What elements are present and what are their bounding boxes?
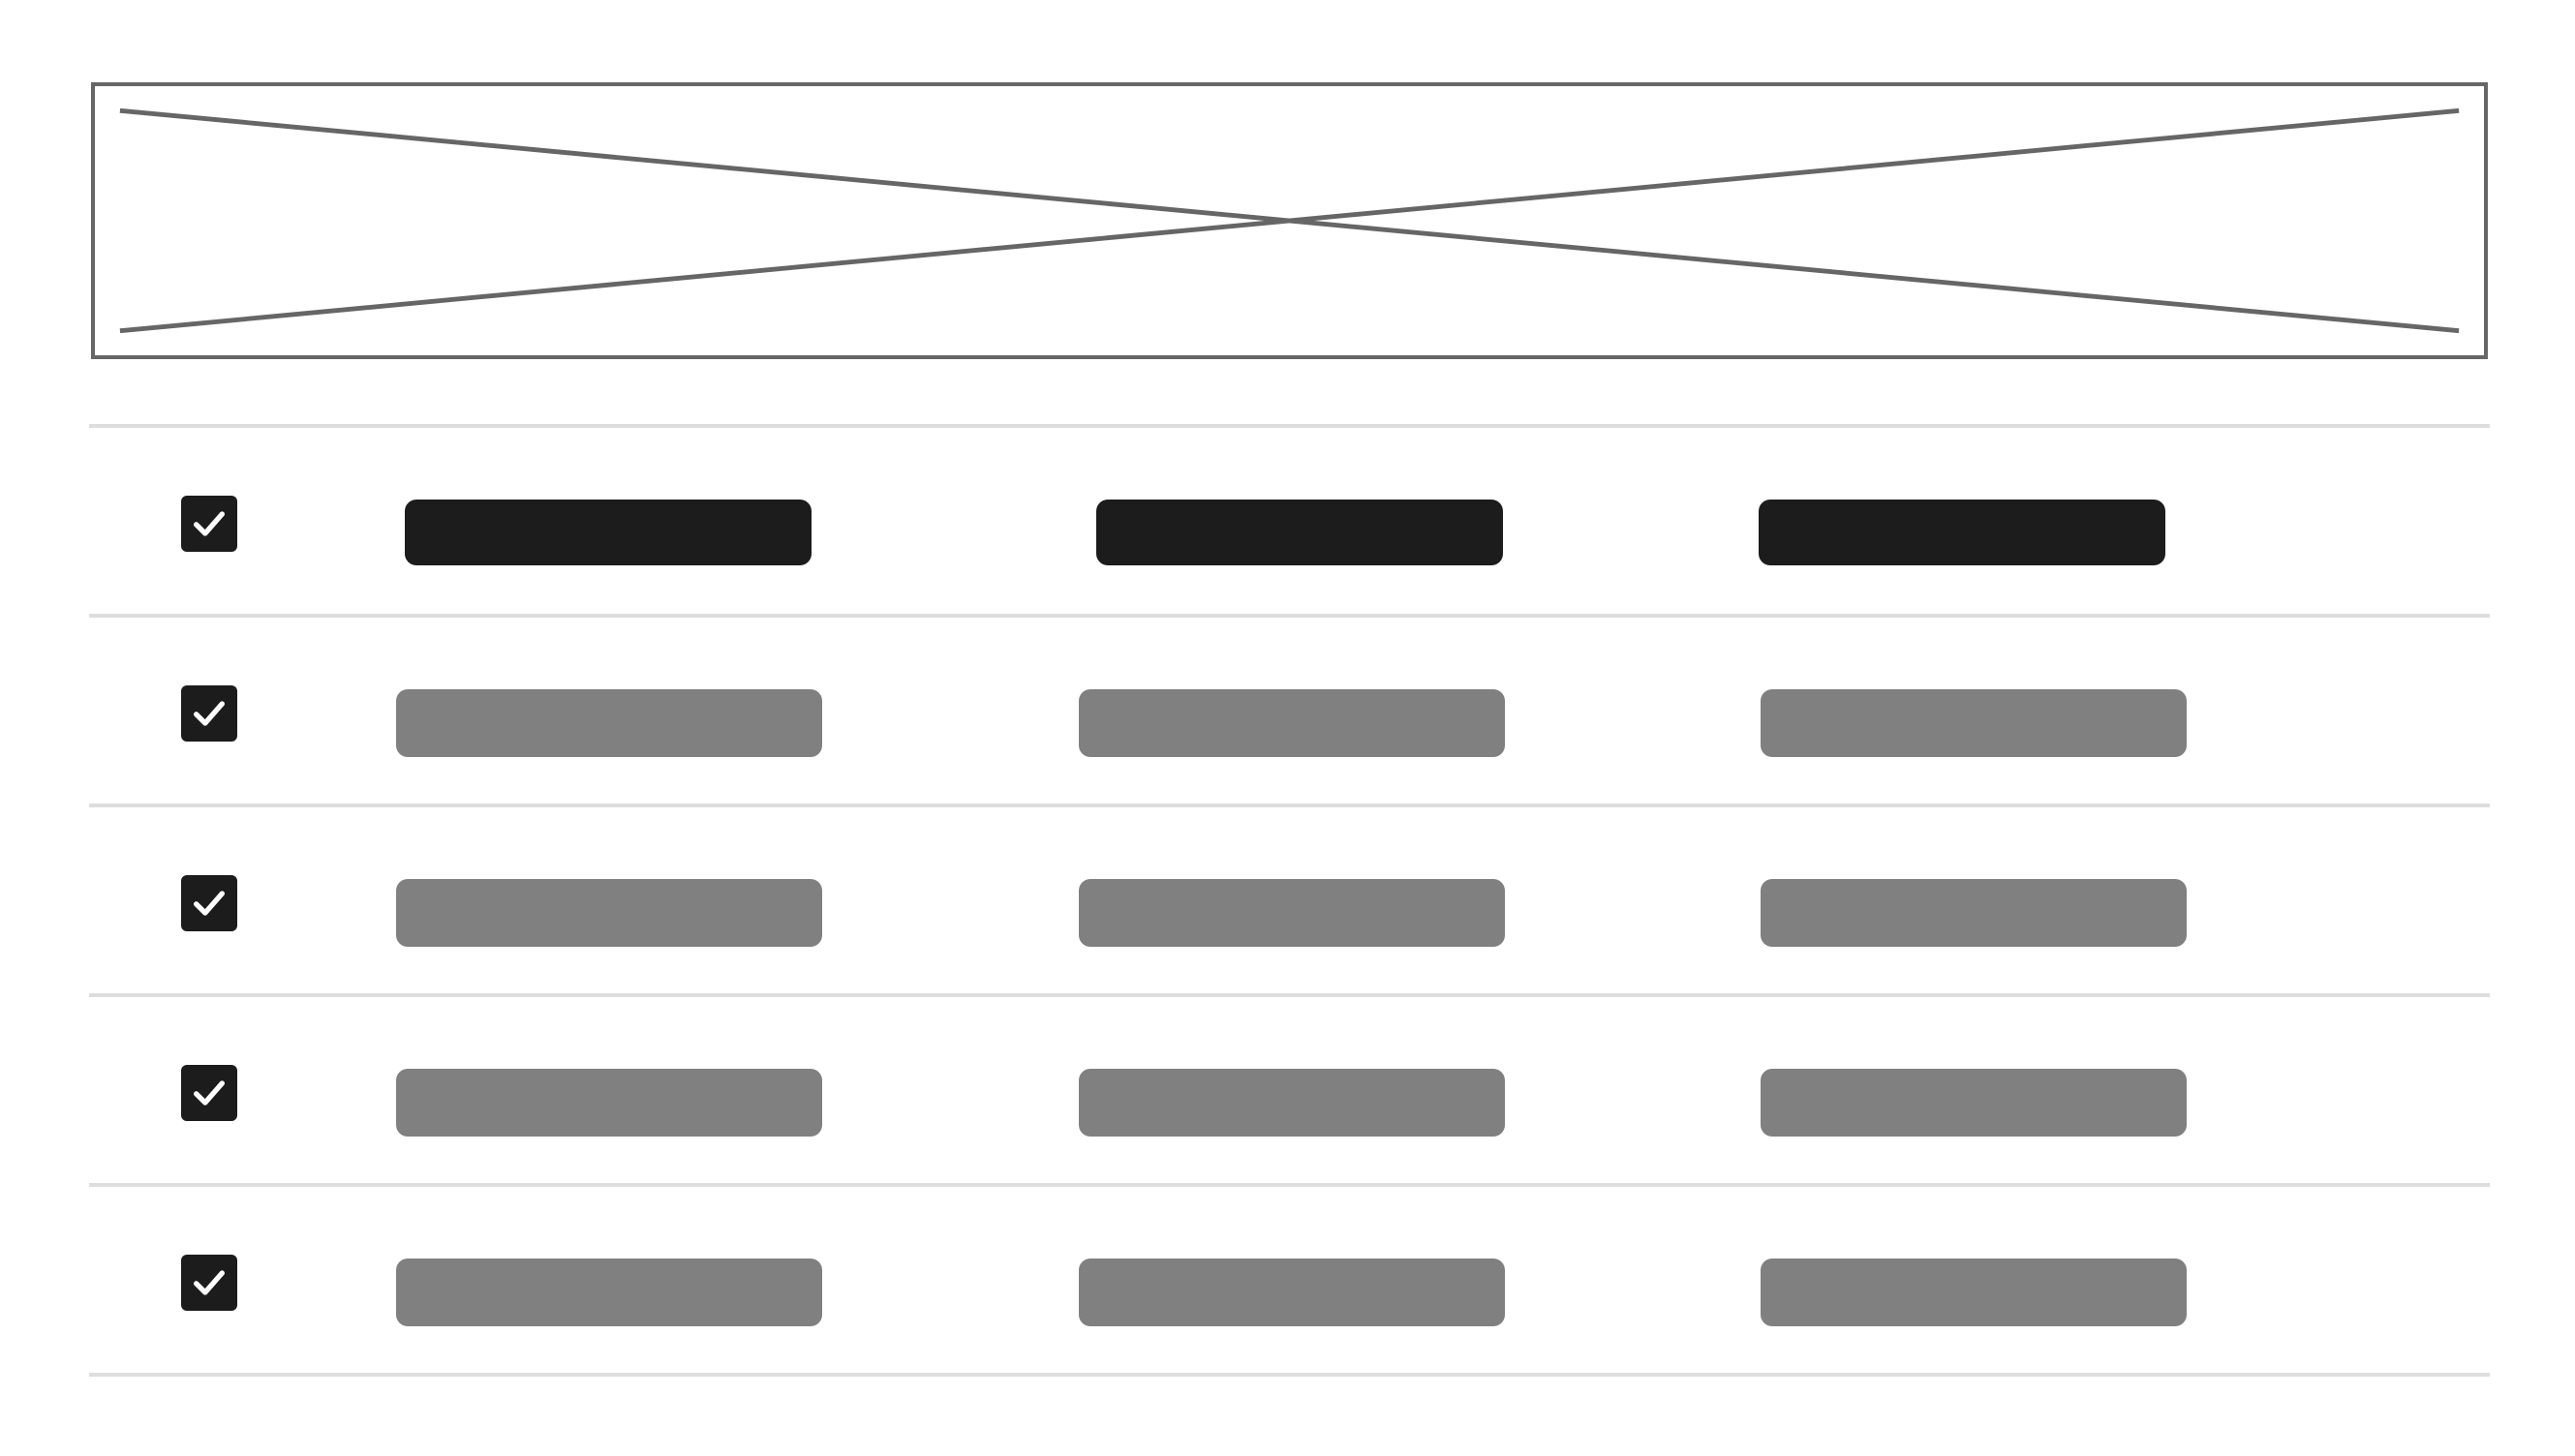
table-row xyxy=(89,997,2490,1183)
column-header-1[interactable] xyxy=(405,500,812,565)
table-cell xyxy=(1761,879,2187,947)
row-divider xyxy=(89,1373,2490,1377)
checkmark-icon xyxy=(194,891,225,916)
row-divider xyxy=(89,804,2490,807)
image-placeholder xyxy=(91,82,2488,359)
table-cell xyxy=(396,1259,822,1326)
row-checkbox[interactable] xyxy=(181,875,237,931)
row-divider xyxy=(89,993,2490,997)
table-cell xyxy=(1761,689,2187,757)
checkmark-icon xyxy=(194,1080,225,1106)
checkmark-icon xyxy=(194,1270,225,1295)
column-header-3[interactable] xyxy=(1759,500,2165,565)
table-cell xyxy=(1761,1259,2187,1326)
table-cell xyxy=(396,879,822,947)
column-header-2[interactable] xyxy=(1096,500,1503,565)
table-cell xyxy=(1079,879,1505,947)
row-checkbox[interactable] xyxy=(181,685,237,742)
row-divider xyxy=(89,424,2490,428)
table-header-row xyxy=(89,428,2490,614)
table-row xyxy=(89,1187,2490,1373)
image-placeholder-icon xyxy=(119,107,2460,334)
table-cell xyxy=(1079,1069,1505,1137)
table-cell xyxy=(1761,1069,2187,1137)
row-divider xyxy=(89,614,2490,618)
row-checkbox[interactable] xyxy=(181,1065,237,1121)
table-cell xyxy=(396,1069,822,1137)
select-all-checkbox[interactable] xyxy=(181,496,237,552)
row-checkbox[interactable] xyxy=(181,1255,237,1311)
row-divider xyxy=(89,1183,2490,1187)
table-row xyxy=(89,618,2490,804)
table-cell xyxy=(396,689,822,757)
table-row xyxy=(89,807,2490,993)
checkmark-icon xyxy=(194,701,225,726)
checkmark-icon xyxy=(194,511,225,536)
table-cell xyxy=(1079,689,1505,757)
data-table xyxy=(89,424,2490,1377)
table-cell xyxy=(1079,1259,1505,1326)
